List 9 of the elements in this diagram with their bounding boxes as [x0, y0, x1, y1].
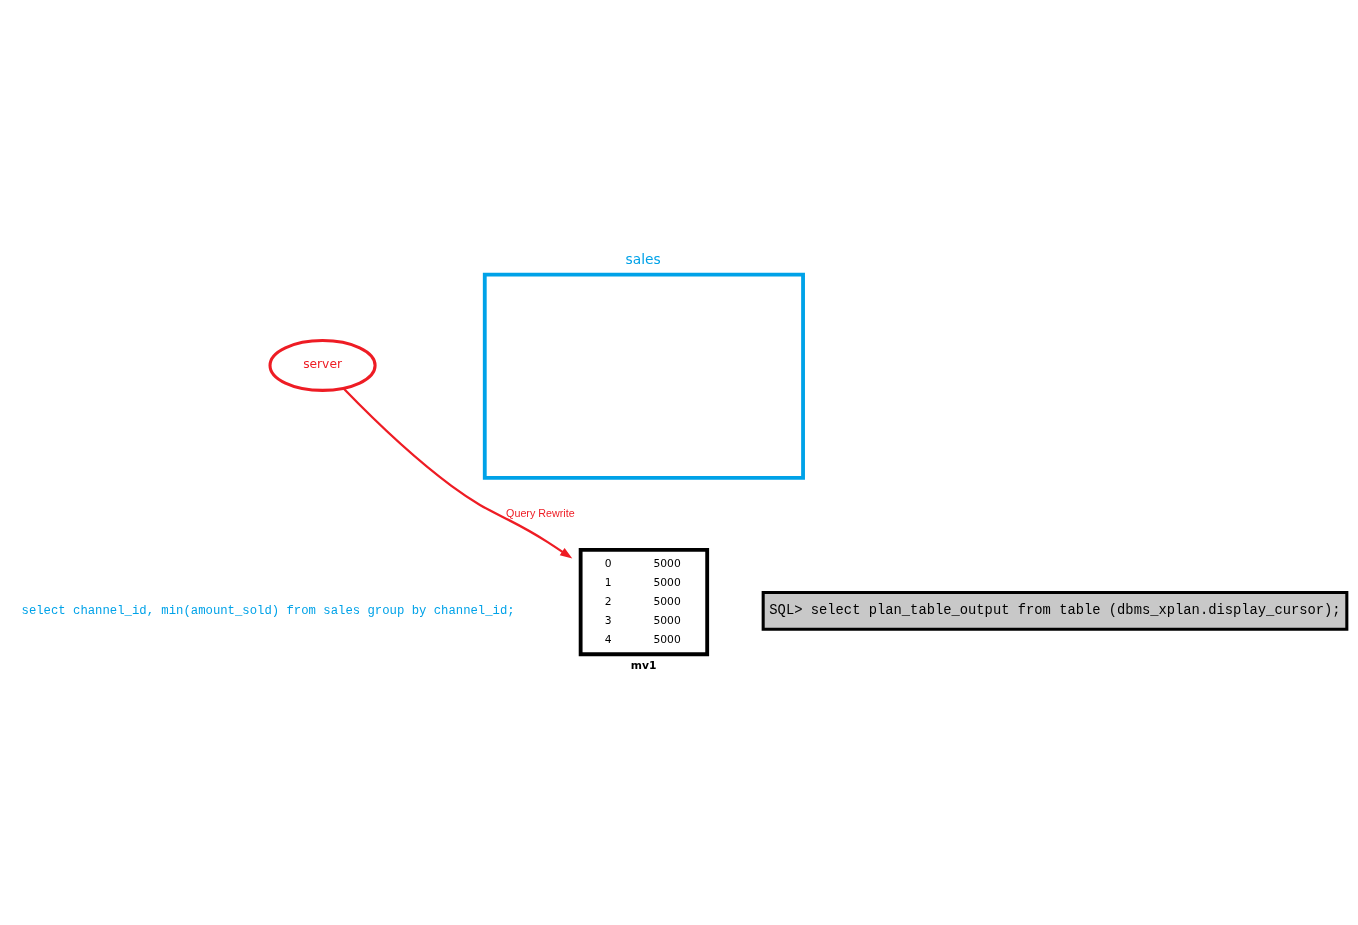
node-box: [482, 272, 805, 480]
arrow: [342, 387, 573, 559]
node-label: sales: [625, 250, 661, 267]
node-label: mv1: [630, 658, 657, 672]
edge-label: Query Rewrite: [506, 506, 575, 519]
node-ellipse: server: [268, 339, 377, 392]
node-box: 0 5000 1 5000 2 5000 3 5000 4 5000: [578, 548, 710, 657]
node-box: SQL> select plan_table_output from table (dbms_xplan.display_cursor);: [761, 590, 1349, 631]
label: select channel_id, min(amount_sold) from sales group by channel_id;: [21, 603, 515, 618]
